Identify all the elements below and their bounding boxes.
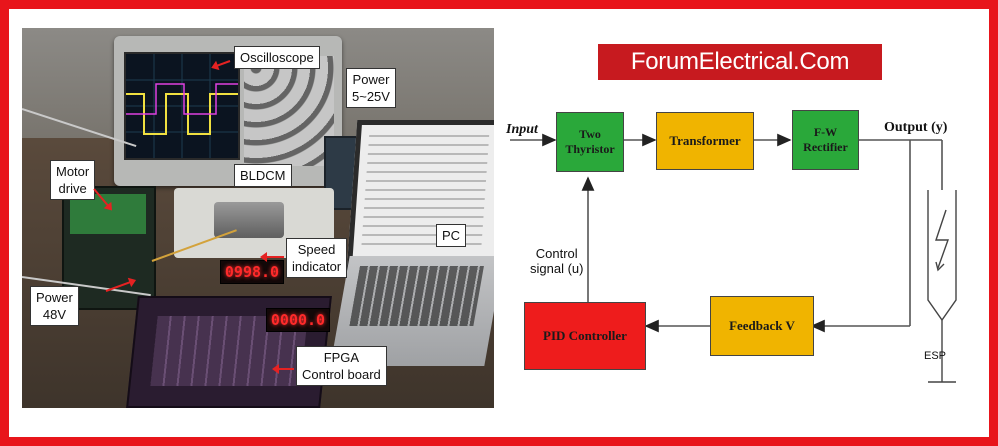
block-transformer: Transformer: [656, 112, 754, 170]
pointer-arrow: [274, 368, 294, 370]
speed-display-bottom: 0000.0: [266, 308, 330, 332]
laptop-code-lines: [361, 135, 490, 245]
block-pid-controller: PID Controller: [524, 302, 646, 370]
lab-setup-photo: 0998.0 0000.0 Oscilloscope Power 5~25V M…: [22, 28, 494, 408]
label-fpga-control-board: FPGA Control board: [296, 346, 387, 386]
brand-banner: ForumElectrical.Com: [598, 44, 882, 80]
control-signal-label: Control signal (u): [530, 246, 584, 276]
esp-control-block-diagram: Two Thyristor Transformer F-W Rectifier …: [500, 90, 978, 410]
label-bldcm: BLDCM: [234, 164, 292, 187]
oscilloscope-screen: [124, 52, 240, 160]
block-fw-rectifier: F-W Rectifier: [792, 110, 859, 170]
label-power-5-25v: Power 5~25V: [346, 68, 396, 108]
output-label: Output (y): [884, 120, 948, 135]
oscilloscope-knobs: [244, 56, 334, 166]
motor-drive-board: [70, 194, 146, 234]
label-pc: PC: [436, 224, 467, 247]
label-power-48v: Power 48V: [30, 286, 79, 326]
speed-display-top: 0998.0: [220, 260, 284, 284]
block-feedback-v: Feedback V: [710, 296, 814, 356]
input-label: Input: [506, 122, 538, 137]
label-motor-drive: Motor drive: [50, 160, 96, 200]
block-two-thyristor: Two Thyristor: [556, 112, 624, 172]
label-oscilloscope: Oscilloscope: [234, 46, 320, 69]
laptop-screen: [346, 120, 494, 270]
laptop-keys: [349, 266, 484, 326]
diagram-connectors: [510, 133, 957, 383]
esp-symbol: [927, 190, 957, 383]
label-speed-indicator: Speed indicator: [286, 238, 348, 278]
esp-label: ESP: [924, 350, 947, 362]
scope-waveform: [126, 54, 238, 158]
pointer-arrow: [262, 256, 284, 258]
